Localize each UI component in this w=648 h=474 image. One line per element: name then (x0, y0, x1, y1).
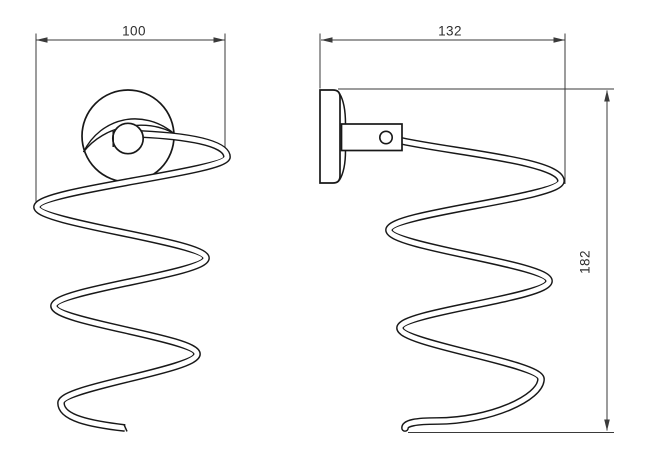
wall-plate-side (319, 89, 341, 184)
wire-hub (111, 122, 145, 155)
arrow-left-icon (321, 37, 333, 43)
dimension-arrows (35, 37, 610, 431)
spiral-wire-core (34, 131, 230, 431)
side-view (319, 89, 565, 432)
arrow-left-icon (36, 37, 48, 43)
bracket-screw-hole (378, 130, 393, 145)
dome-profile-lower (338, 150, 347, 181)
dimension-labels: 100 132 182 (122, 24, 592, 274)
arrow-right-icon (213, 37, 225, 43)
spiral-wire-core (386, 138, 564, 431)
arrow-down-icon (604, 419, 610, 431)
front-width-value: 100 (122, 24, 146, 39)
spiral-wire-outline (385, 137, 565, 432)
wire-end-cut (123, 424, 128, 432)
dimension-lines (35, 33, 614, 433)
dome-cover-arc-upper (82, 118, 175, 153)
front-view (33, 89, 231, 432)
arrow-right-icon (553, 37, 565, 43)
side-width-value: 132 (438, 24, 462, 39)
dome-profile-upper (338, 93, 347, 125)
side-height-value: 182 (578, 250, 593, 274)
arrow-up-icon (604, 90, 610, 102)
